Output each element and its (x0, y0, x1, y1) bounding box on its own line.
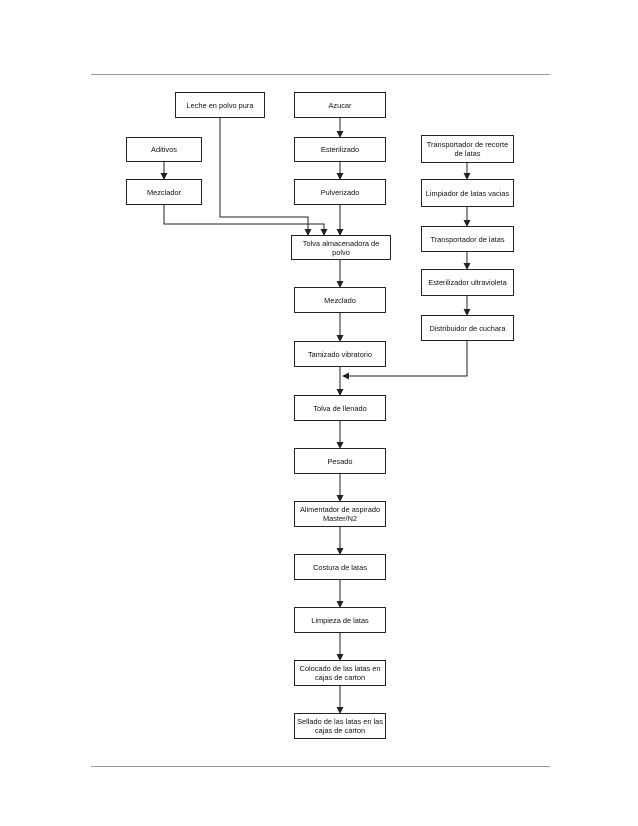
node-tolva-almacenadora: Tolva almacenadora de polvo (291, 235, 391, 260)
node-distribuidor-cuchara: Distribuidor de cuchara (421, 315, 514, 341)
top-rule (91, 74, 550, 75)
node-limpiador-latas: Limpiador de latas vacias (421, 179, 514, 207)
node-transportador-recorte: Transportador de recorte de latas (421, 135, 514, 163)
node-azucar: Azucar (294, 92, 386, 118)
node-esterilizador-uv: Esterilizador ultravioleta (421, 269, 514, 296)
node-alimentador-aspirado: Alimentador de aspirado Master/N2 (294, 501, 386, 527)
connector-mezclador-to-tolva (163, 205, 328, 236)
node-mezclador: Mezclador (126, 179, 202, 205)
connector-leche-to-tolva (219, 118, 312, 236)
node-colocado-cajas: Colocado de las latas en cajas de carton (294, 660, 386, 686)
node-pesado: Pesado (294, 448, 386, 474)
node-pulverizado: Pulverizado (294, 179, 386, 205)
connector-distribuidor-to-main (342, 341, 468, 380)
node-sellado-cajas: Sellado de las latas en las cajas de car… (294, 713, 386, 739)
node-mezclado: Mezclado (294, 287, 386, 313)
node-tamizado-vibratorio: Tamizado vibratorio (294, 341, 386, 367)
node-transportador-latas: Transportador de latas (421, 226, 514, 252)
node-aditivos: Aditivos (126, 137, 202, 162)
node-leche-en-polvo: Leche en polvo pura (175, 92, 265, 118)
node-costura-latas: Costura de latas (294, 554, 386, 580)
bottom-rule (91, 766, 550, 767)
node-esterilizado: Esterilizado (294, 137, 386, 162)
node-limpieza-latas: Limpieza de latas (294, 607, 386, 633)
node-tolva-llenado: Tolva de llenado (294, 395, 386, 421)
